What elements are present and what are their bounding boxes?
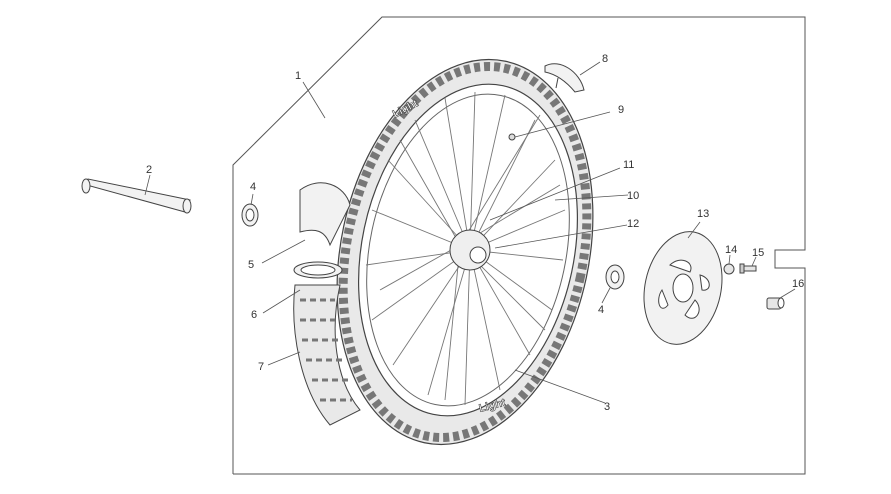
callout-10: 10	[627, 190, 639, 202]
callout-16: 16	[792, 278, 804, 290]
tire-protector	[544, 63, 585, 93]
callout-11: 11	[623, 159, 634, 171]
bearing-left	[241, 203, 259, 227]
wheel-spindle	[81, 178, 192, 214]
callout-12: 12	[627, 218, 639, 230]
callout-8: 8	[602, 53, 608, 65]
callout-6: 6	[251, 309, 257, 321]
callout-5: 5	[248, 259, 254, 271]
callout-4-left: 4	[250, 181, 256, 193]
leader-lines	[144, 61, 796, 404]
brake-disc	[643, 231, 723, 345]
callout-15: 15	[752, 247, 764, 259]
wheel-spacer	[766, 297, 785, 310]
callout-3: 3	[604, 401, 610, 413]
callout-2: 2	[146, 164, 152, 176]
tire-tread	[338, 61, 592, 443]
spoke-nipple	[508, 133, 516, 141]
callout-13: 13	[697, 208, 709, 220]
callout-4-right: 4	[598, 304, 604, 316]
wheel-rim-assembly: Light Light	[336, 58, 594, 446]
disc-screw	[739, 263, 757, 274]
bearing-right	[605, 264, 625, 290]
rim-band	[299, 182, 351, 247]
tire-section	[293, 284, 361, 426]
hub-axle-hole	[469, 246, 487, 264]
callout-1: 1	[295, 70, 301, 82]
callout-14: 14	[725, 244, 737, 256]
callout-9: 9	[618, 104, 624, 116]
inner-tube	[293, 261, 343, 279]
callout-7: 7	[258, 361, 264, 373]
spokes	[365, 91, 566, 406]
callout-numbers: 1 2 3 4 4 5 6 7 8 9 10 11 12 13 14 15 16	[146, 53, 804, 413]
disc-washer	[723, 263, 735, 275]
diagram-frame	[232, 16, 806, 475]
